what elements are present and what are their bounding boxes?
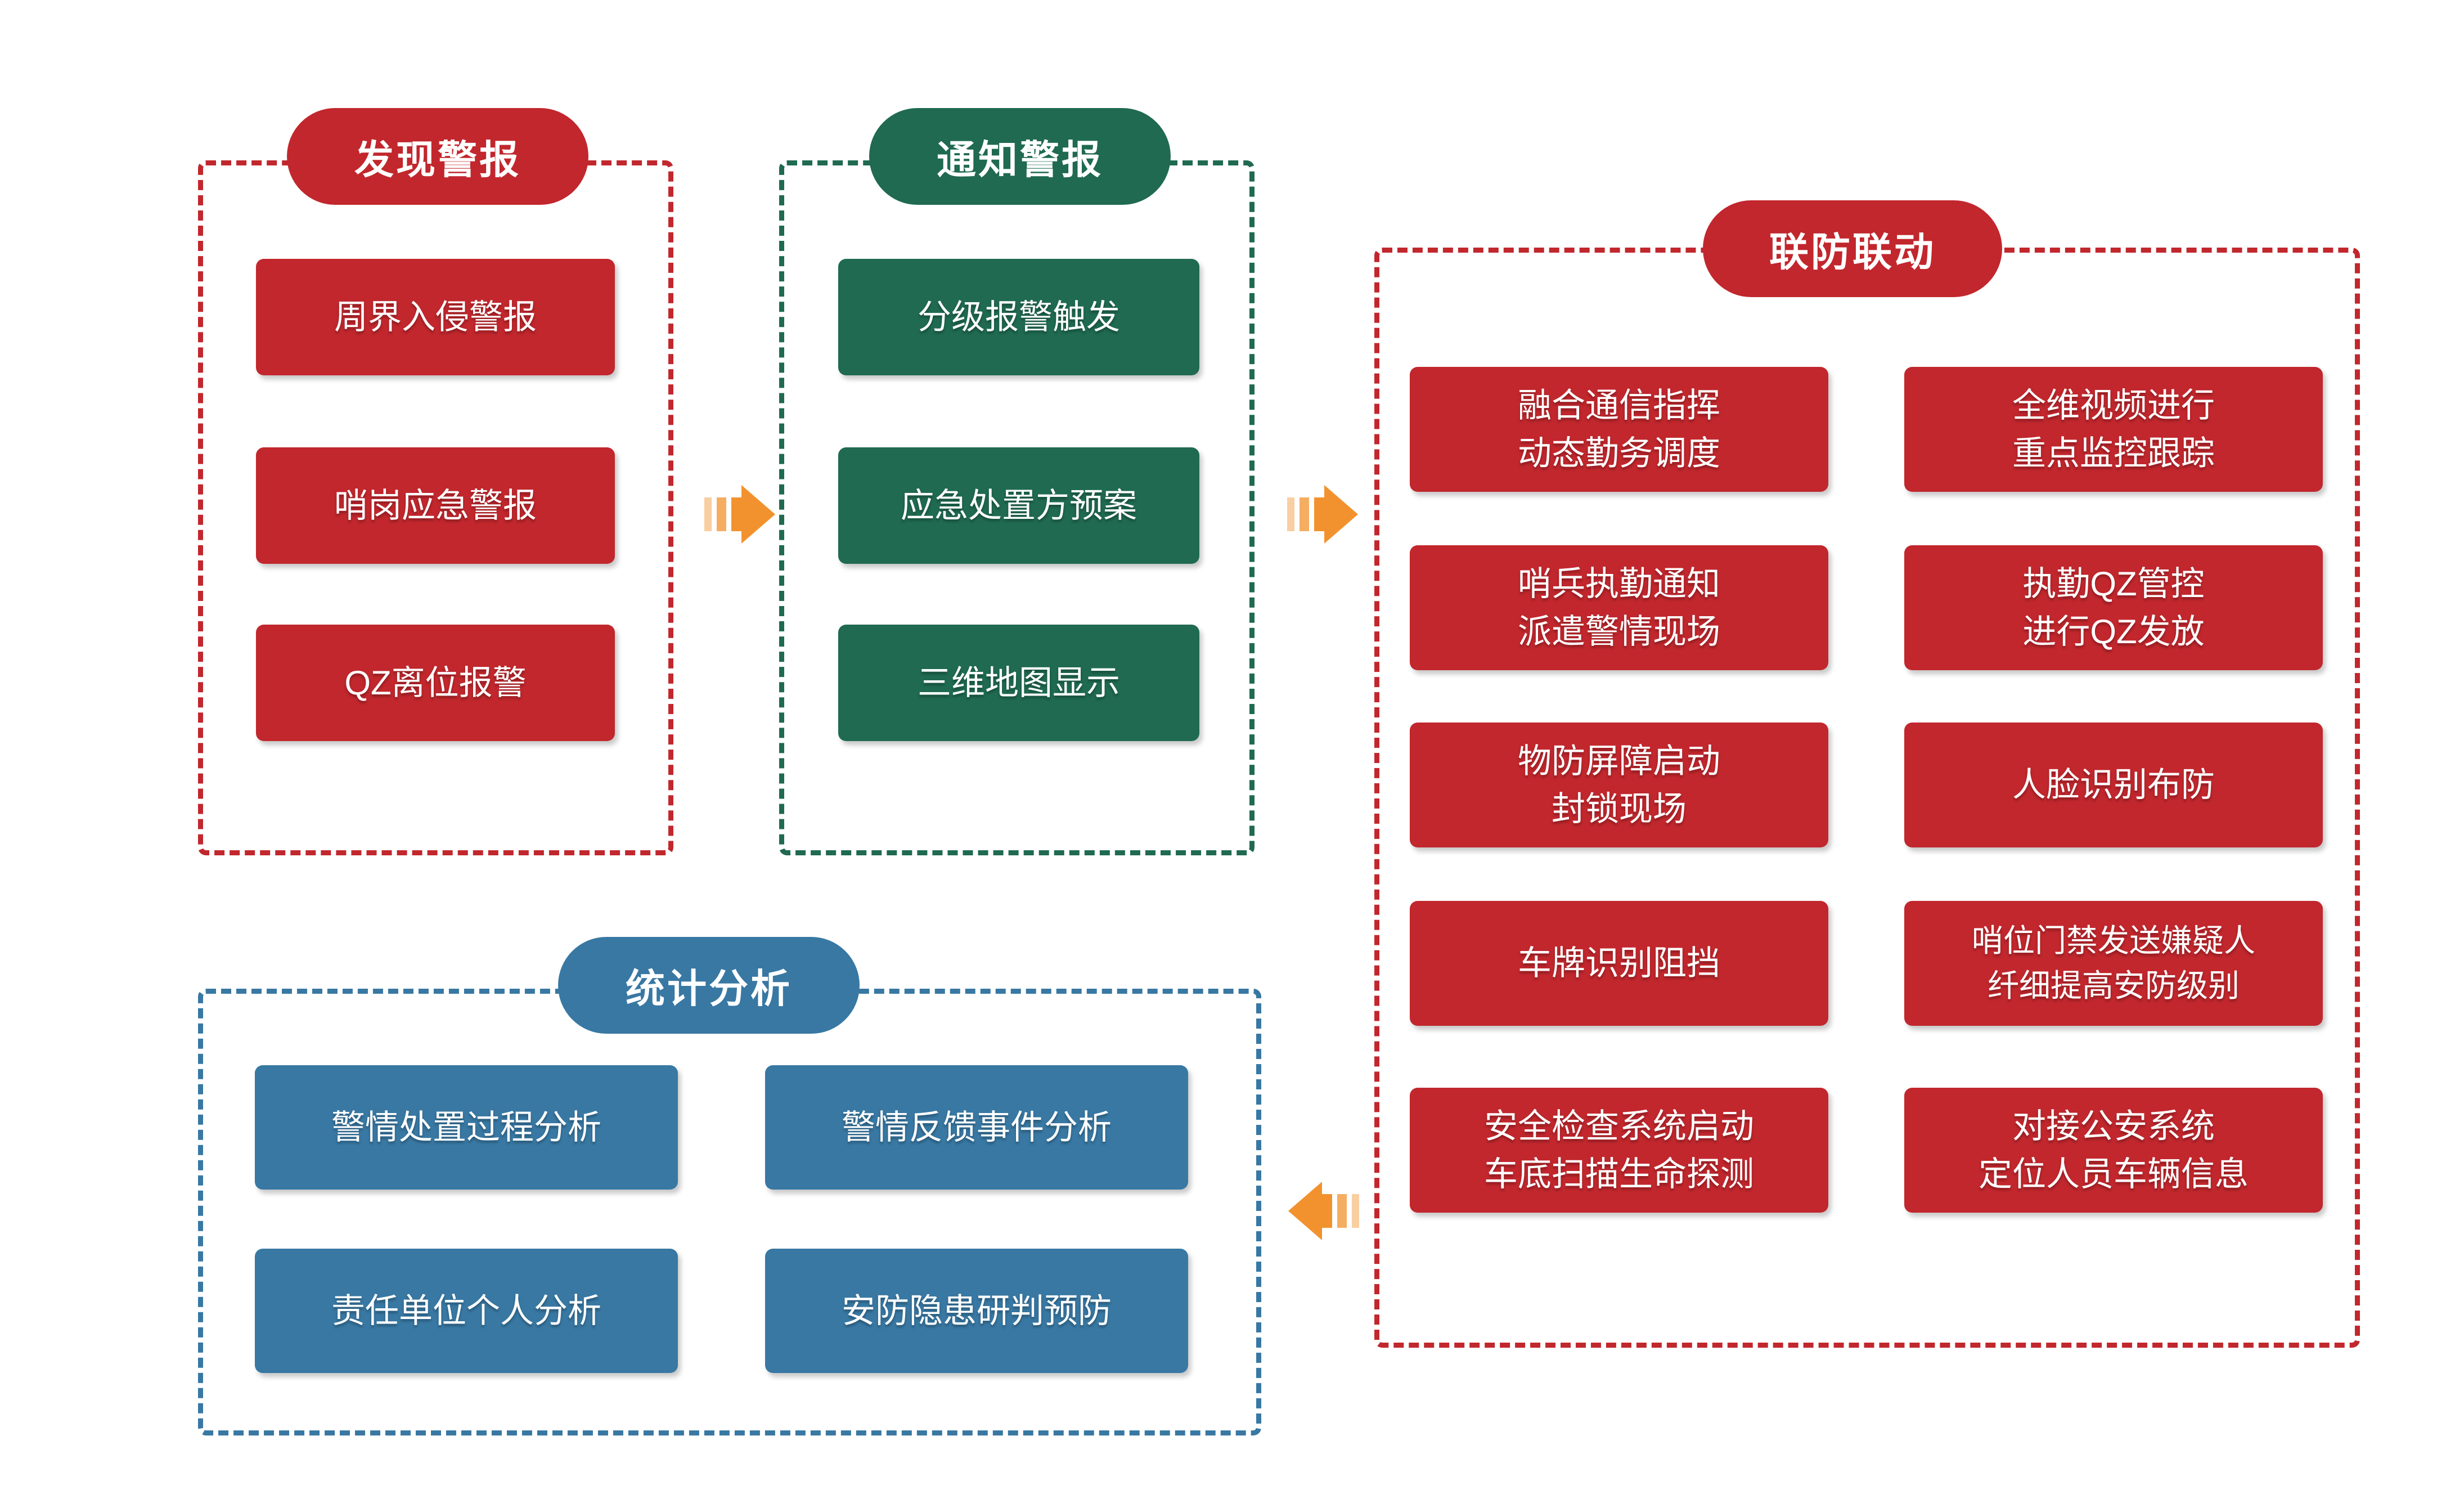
flow-box-3d-map-display: 三维地图显示 (838, 625, 1199, 741)
flow-box-face-recognition-deployment: 人脸识别布防 (1904, 723, 2323, 847)
flow-box-sentry-access-suspect-alert: 哨位门禁发送嫌疑人 纤细提高安防级别 (1904, 901, 2323, 1026)
flow-box-license-plate-block: 车牌识别阻挡 (1410, 901, 1828, 1026)
arrow-right-notify-to-joint-icon (1287, 485, 1358, 544)
section-title-statistical-analysis: 统计分析 (558, 937, 860, 1034)
section-title-joint-defense: 联防联动 (1703, 200, 2002, 297)
flow-box-alarm-handling-process-analysis: 警情处置过程分析 (255, 1065, 678, 1190)
flow-box-perimeter-intrusion-alarm: 周界入侵警报 (256, 259, 615, 375)
flow-box-video-monitor-tracking: 全维视频进行 重点监控跟踪 (1904, 367, 2323, 492)
section-title-discover-alarm: 发现警报 (287, 108, 588, 205)
flow-box-emergency-response-plan: 应急处置方预案 (838, 447, 1199, 564)
flow-box-physical-barrier-lockdown: 物防屏障启动 封锁现场 (1410, 723, 1828, 847)
flow-box-security-check-life-detection: 安全检查系统启动 车底扫描生命探测 (1410, 1088, 1828, 1213)
flow-box-responsible-unit-individual-analysis: 责任单位个人分析 (255, 1249, 678, 1373)
arrow-left-joint-to-stats-icon (1288, 1182, 1359, 1240)
flow-box-graded-alarm-trigger: 分级报警触发 (838, 259, 1199, 375)
flow-box-police-system-integration: 对接公安系统 定位人员车辆信息 (1904, 1088, 2323, 1213)
flow-box-qz-control-issuance: 执勤QZ管控 进行QZ发放 (1904, 545, 2323, 670)
flow-box-sentry-duty-notice: 哨兵执勤通知 派遣警情现场 (1410, 545, 1828, 670)
flow-box-qz-off-position-alarm: QZ离位报警 (256, 625, 615, 741)
flow-box-alarm-feedback-event-analysis: 警情反馈事件分析 (765, 1065, 1188, 1190)
arrow-right-discover-to-notify-icon (704, 485, 775, 544)
flow-box-comm-command-dispatch: 融合通信指挥 动态勤务调度 (1410, 367, 1828, 492)
flow-box-sentry-emergency-alarm: 哨岗应急警报 (256, 447, 615, 564)
section-title-notify-alarm: 通知警报 (869, 108, 1171, 205)
flow-box-security-risk-prediction: 安防隐患研判预防 (765, 1249, 1188, 1373)
